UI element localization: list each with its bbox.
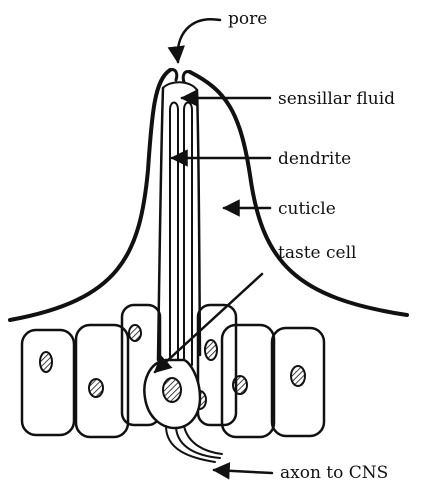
taste-cell-shape — [144, 360, 200, 428]
dendrite-label: dendrite — [278, 149, 351, 169]
axon-label: axon to CNS — [280, 463, 388, 483]
pore-label: pore — [228, 9, 267, 29]
axon-shape — [166, 426, 222, 462]
dendrite-shape — [170, 103, 192, 371]
sensillar-fluid-label: sensillar fluid — [278, 89, 395, 109]
cuticle-label: cuticle — [278, 199, 336, 219]
taste-cell-label: taste cell — [278, 243, 356, 263]
